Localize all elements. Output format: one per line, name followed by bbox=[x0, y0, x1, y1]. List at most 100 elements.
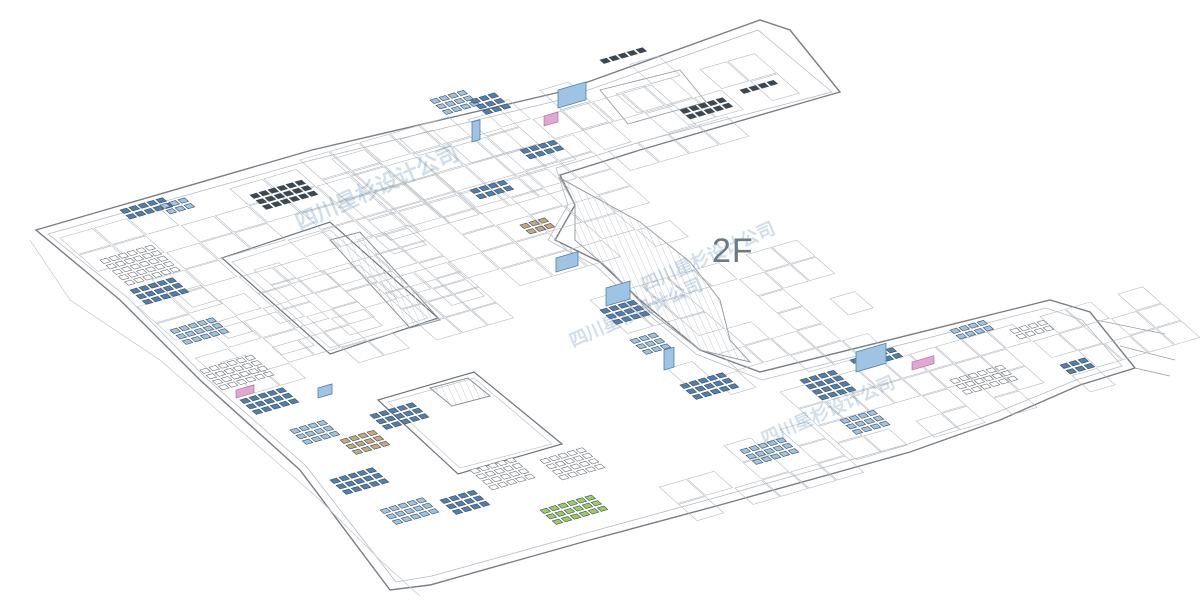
furniture-unit bbox=[418, 510, 431, 517]
room-partition bbox=[790, 348, 835, 373]
furniture-unit bbox=[548, 455, 561, 462]
furniture-unit bbox=[99, 257, 112, 264]
furniture-unit bbox=[614, 310, 627, 317]
furniture-unit bbox=[590, 500, 603, 507]
room-partition bbox=[299, 151, 351, 180]
room-partition bbox=[935, 339, 980, 364]
furniture-unit bbox=[543, 223, 556, 230]
furniture-unit bbox=[235, 378, 248, 386]
room-partition bbox=[863, 428, 908, 453]
room-partition bbox=[779, 384, 824, 409]
room-partition bbox=[302, 203, 355, 230]
room-partition bbox=[321, 220, 374, 247]
room-partition bbox=[253, 262, 297, 285]
furniture-unit bbox=[248, 395, 261, 402]
room-partition bbox=[824, 394, 870, 419]
furniture-unit bbox=[338, 475, 351, 482]
furniture-unit bbox=[124, 279, 136, 286]
furniture-unit bbox=[647, 332, 660, 339]
furniture-unit bbox=[551, 468, 564, 475]
room-partition bbox=[462, 225, 515, 252]
furniture-unit bbox=[300, 185, 313, 192]
furniture-unit bbox=[217, 328, 230, 335]
furniture-unit bbox=[244, 376, 257, 383]
furniture-unit bbox=[528, 220, 541, 227]
furniture-unit bbox=[685, 113, 698, 120]
furniture-unit bbox=[126, 271, 139, 278]
furniture-unit bbox=[328, 430, 341, 437]
room-partition bbox=[608, 142, 660, 171]
room-partition bbox=[332, 301, 375, 325]
furniture-unit bbox=[514, 476, 527, 483]
furniture-unit bbox=[1059, 362, 1072, 369]
room-partition bbox=[277, 301, 330, 329]
room-partition bbox=[615, 85, 665, 114]
furniture-unit bbox=[566, 471, 579, 478]
furniture-unit bbox=[543, 148, 556, 155]
furniture-unit bbox=[617, 52, 630, 59]
furniture-unit bbox=[493, 188, 506, 195]
room-partition bbox=[1000, 366, 1045, 391]
furniture-unit bbox=[266, 389, 279, 397]
room-partition bbox=[1071, 368, 1116, 393]
building-outline-main bbox=[34, 19, 1137, 591]
furniture-unit bbox=[244, 354, 257, 361]
room-partition bbox=[666, 97, 716, 126]
furniture-unit bbox=[165, 208, 178, 215]
furniture-unit bbox=[826, 369, 839, 377]
room-partition bbox=[1117, 286, 1162, 311]
room-partition bbox=[59, 228, 112, 255]
furniture-unit bbox=[817, 394, 830, 401]
room-partition bbox=[322, 262, 366, 286]
room-partition bbox=[405, 174, 457, 203]
room-partition bbox=[359, 134, 411, 163]
furniture-unit bbox=[572, 455, 585, 462]
furniture-unit bbox=[260, 406, 273, 413]
site-edge-line bbox=[29, 239, 421, 597]
room-partition bbox=[540, 134, 593, 161]
furniture-unit bbox=[688, 105, 701, 112]
furniture-unit bbox=[344, 480, 357, 487]
furniture-unit bbox=[159, 202, 172, 209]
furniture-unit bbox=[294, 179, 307, 186]
furniture-unit bbox=[357, 432, 370, 439]
furniture-unit bbox=[508, 470, 521, 477]
furniture-unit bbox=[187, 322, 200, 329]
furniture-unit bbox=[272, 395, 285, 402]
furniture-unit bbox=[832, 375, 845, 382]
furniture-unit bbox=[335, 483, 348, 490]
furniture-unit bbox=[581, 502, 594, 509]
furniture-unit bbox=[763, 448, 776, 455]
room-partition bbox=[185, 260, 238, 287]
furniture-unit bbox=[502, 185, 515, 192]
furniture-unit bbox=[685, 388, 698, 395]
furniture-unit bbox=[155, 197, 168, 204]
furniture-unit bbox=[295, 433, 308, 440]
furniture-unit bbox=[475, 193, 488, 200]
room-partition bbox=[941, 405, 986, 430]
furniture-unit bbox=[147, 258, 160, 265]
furniture-unit bbox=[496, 179, 509, 187]
furniture-unit bbox=[575, 497, 588, 504]
curved-terrace bbox=[558, 176, 752, 363]
room-partition bbox=[329, 142, 381, 171]
furniture-unit bbox=[362, 475, 375, 482]
room-partition bbox=[413, 262, 466, 289]
furniture-unit bbox=[584, 494, 597, 501]
furniture-unit bbox=[168, 290, 181, 297]
room-partition bbox=[771, 239, 816, 264]
furniture-unit bbox=[147, 282, 160, 289]
furniture-unit bbox=[211, 378, 224, 385]
furniture-unit bbox=[566, 449, 579, 457]
room-partition bbox=[389, 125, 441, 154]
furniture-unit bbox=[454, 500, 467, 507]
furniture-unit bbox=[635, 343, 648, 350]
furniture-unit bbox=[584, 466, 597, 473]
furniture-unit bbox=[523, 473, 536, 480]
furniture-unit bbox=[964, 330, 977, 337]
furniture-unit bbox=[291, 187, 304, 194]
furniture-unit bbox=[478, 465, 491, 472]
room-partition bbox=[374, 247, 418, 271]
furniture-unit bbox=[697, 102, 710, 109]
furniture-unit bbox=[958, 375, 971, 382]
